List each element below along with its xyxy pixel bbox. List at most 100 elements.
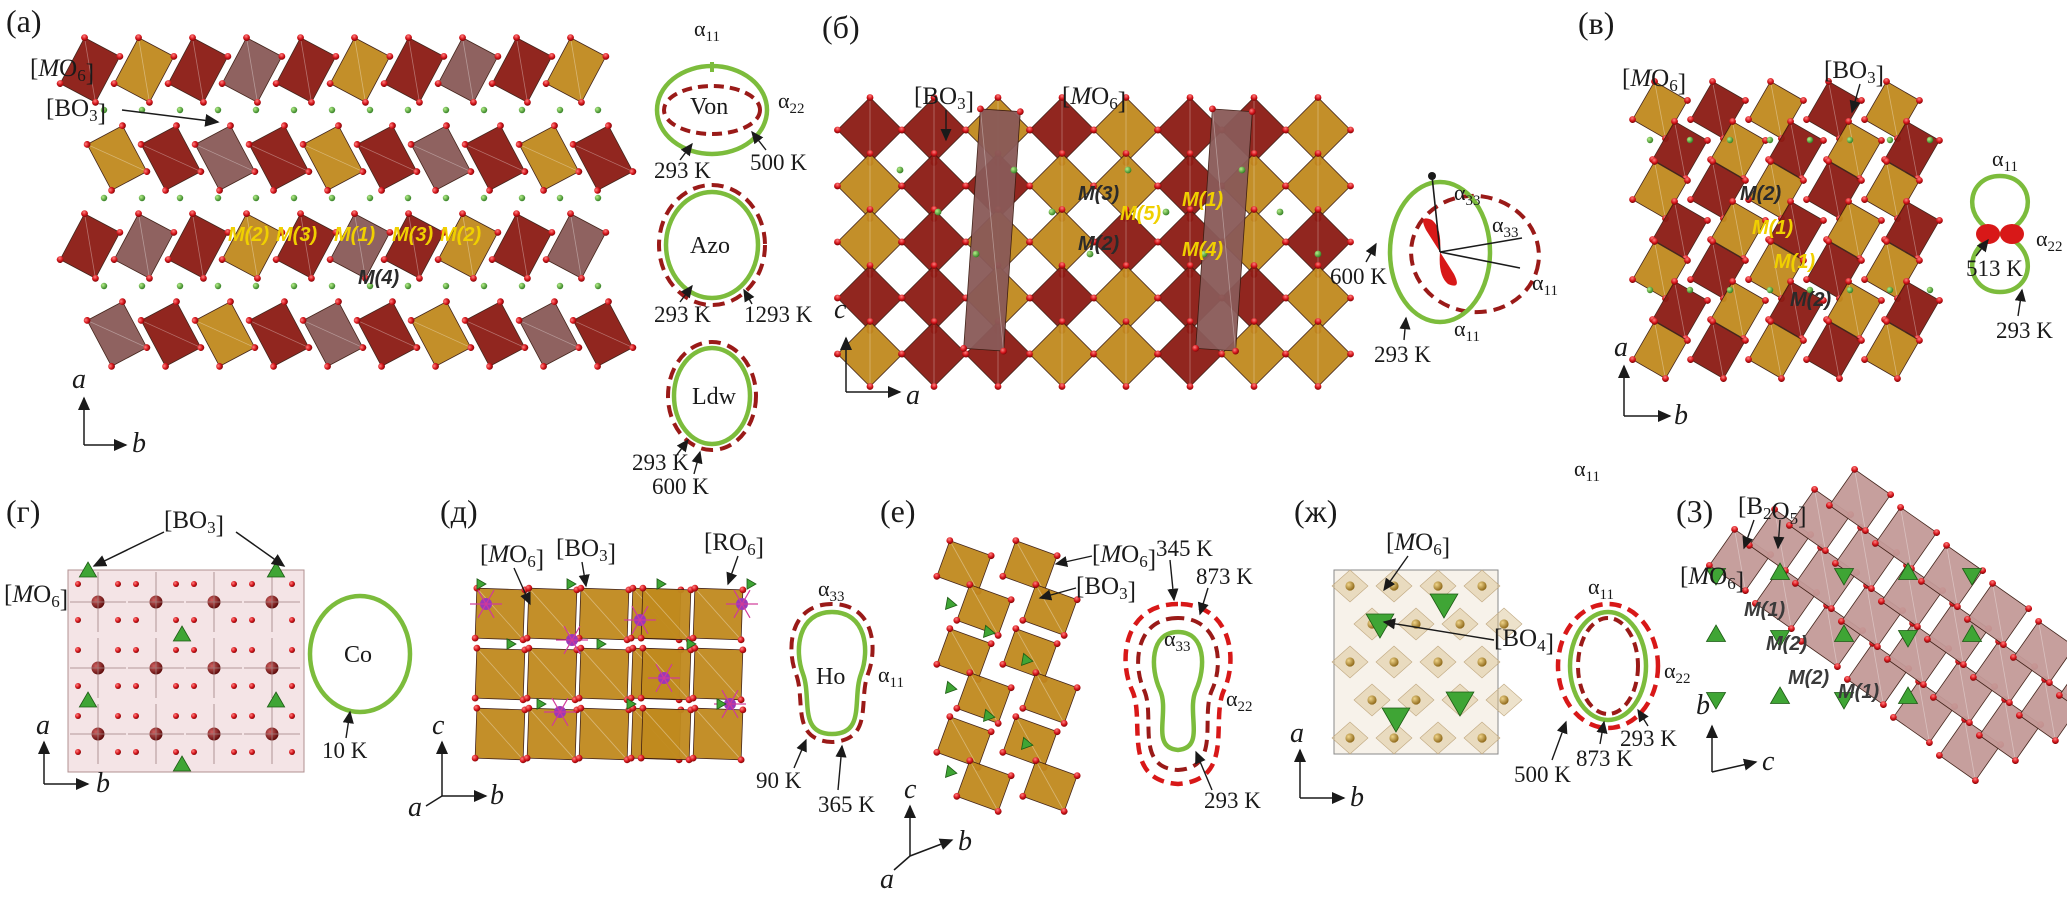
panel-e: (е) [MO6] [BO3] c b a α33 α22 345 K 873 … <box>880 493 1261 895</box>
octahedron <box>569 298 637 370</box>
oxygen-atom <box>1651 78 1658 85</box>
oxygen-atom <box>1684 97 1691 104</box>
octahedron <box>1026 318 1098 390</box>
oxygen-atom <box>1250 206 1258 213</box>
oxygen-atom <box>1019 792 1027 800</box>
panel-a: (a) [MO6] [BO3] M(2) M(3) M(1) M(3) M(2)… <box>6 3 813 499</box>
oxygen-atom <box>133 617 139 623</box>
boron-atom <box>138 282 146 290</box>
oxygen-atom <box>1122 318 1130 325</box>
oxygen-atom <box>962 182 969 190</box>
octahedron <box>272 34 340 106</box>
oxygen-atom <box>866 383 874 390</box>
oxygen-atom <box>1704 297 1711 304</box>
oxygen-atom <box>1989 579 1996 587</box>
oxygen-atom <box>281 298 288 306</box>
octahedron <box>1861 318 1923 382</box>
oxygen-atom <box>1026 238 1033 246</box>
bo3-triangle <box>1020 736 1034 750</box>
oxygen-atom <box>467 168 475 175</box>
oxygen-atom <box>1282 126 1289 134</box>
oxygen-atom <box>1969 674 1977 681</box>
metal-atom <box>1345 733 1355 743</box>
oxygen-atom <box>1929 694 1937 701</box>
oxygen-atom <box>243 34 250 42</box>
oxygen-atom <box>81 210 88 218</box>
thermal-figure-co: Co 10 K <box>307 593 413 763</box>
octahedron <box>461 298 529 370</box>
oxygen-atom <box>1090 238 1097 246</box>
oxygen-atom <box>1250 318 1258 325</box>
site-m2-b: M(2) <box>1078 233 1119 255</box>
oxygen-atom <box>1861 196 1868 203</box>
oxygen-atom <box>1060 719 1068 727</box>
oxygen-atom <box>471 634 479 642</box>
panel-label-b: (б) <box>822 9 860 45</box>
panel-v: (в) [MO6] [BO3] M(2) M(1) M(1) M(2) a b … <box>1574 5 2062 485</box>
oxygen-atom <box>189 34 196 42</box>
bo3-triangle <box>266 691 286 708</box>
oxygen-atom <box>173 683 179 689</box>
metal-atom <box>1389 581 1399 591</box>
site-m2-v-bottom: M(2) <box>1790 289 1831 311</box>
oxygen-atom <box>249 617 255 623</box>
oxygen-atom <box>1154 182 1161 190</box>
oxygen-atom <box>1053 640 1061 648</box>
metal-atom <box>1477 733 1487 743</box>
oxygen-atom <box>243 210 250 218</box>
oxygen-atom <box>1032 757 1040 765</box>
oxygen-atom <box>471 754 479 762</box>
oxygen-atom <box>523 694 531 702</box>
oxygen-atom <box>1762 297 1769 304</box>
temp-873-zh: 873 K <box>1576 746 1633 771</box>
octahedron <box>1825 465 1895 535</box>
oxygen-atom <box>966 757 974 765</box>
metal-atom <box>1433 733 1443 743</box>
oxygen-atom <box>1767 78 1774 85</box>
metal-atom <box>1411 695 1421 705</box>
oxygen-atom <box>200 274 207 282</box>
panel-label-v: (в) <box>1578 5 1614 41</box>
octahedron <box>407 122 475 194</box>
axis-c-z: c <box>1762 746 1775 777</box>
oxygen-atom <box>407 141 415 148</box>
oxygen-atom <box>1868 585 1875 593</box>
boron-atom <box>176 194 184 202</box>
oxygen-atom <box>231 581 237 587</box>
oxygen-atom <box>637 634 645 642</box>
boron-atom <box>480 194 488 202</box>
oxygen-atom <box>116 229 124 236</box>
octahedron <box>56 34 124 106</box>
oxygen-atom <box>497 298 504 306</box>
label-mo6-g: [MO6] <box>4 581 68 613</box>
oxygen-atom <box>1090 126 1097 134</box>
crystal-structure-v <box>1629 78 1943 382</box>
oxygen-atom <box>1192 344 1200 352</box>
temp-600-b: 600 K <box>1330 264 1387 289</box>
site-m2-z-top: M(2) <box>1766 633 1807 655</box>
oxygen-atom <box>1966 719 1973 727</box>
boron-atom <box>1886 136 1894 144</box>
oxygen-atom <box>1709 158 1716 165</box>
boron-atom <box>328 194 336 202</box>
oxygen-atom <box>2025 605 2033 612</box>
oxygen-atom <box>834 294 841 302</box>
oxygen-atom <box>1803 276 1810 283</box>
oxygen-atom <box>1709 238 1716 245</box>
oxygen-atom <box>737 636 745 644</box>
oxygen-atom <box>1282 238 1289 246</box>
boron-atom <box>1238 166 1246 174</box>
boron-atom <box>518 194 526 202</box>
boron-atom <box>1846 136 1854 144</box>
bo3-triangle <box>506 638 517 650</box>
oxygen-atom <box>1767 318 1774 325</box>
oxygen-atom <box>1811 485 1818 493</box>
oxygen-atom <box>515 317 523 324</box>
oxygen-atom <box>191 141 199 148</box>
octahedron <box>326 34 394 106</box>
octahedron <box>933 537 995 595</box>
oxygen-atom <box>521 168 529 175</box>
oxygen-atom <box>470 98 477 106</box>
oxygen-atom <box>1745 116 1752 123</box>
boron-atom <box>1276 208 1284 216</box>
